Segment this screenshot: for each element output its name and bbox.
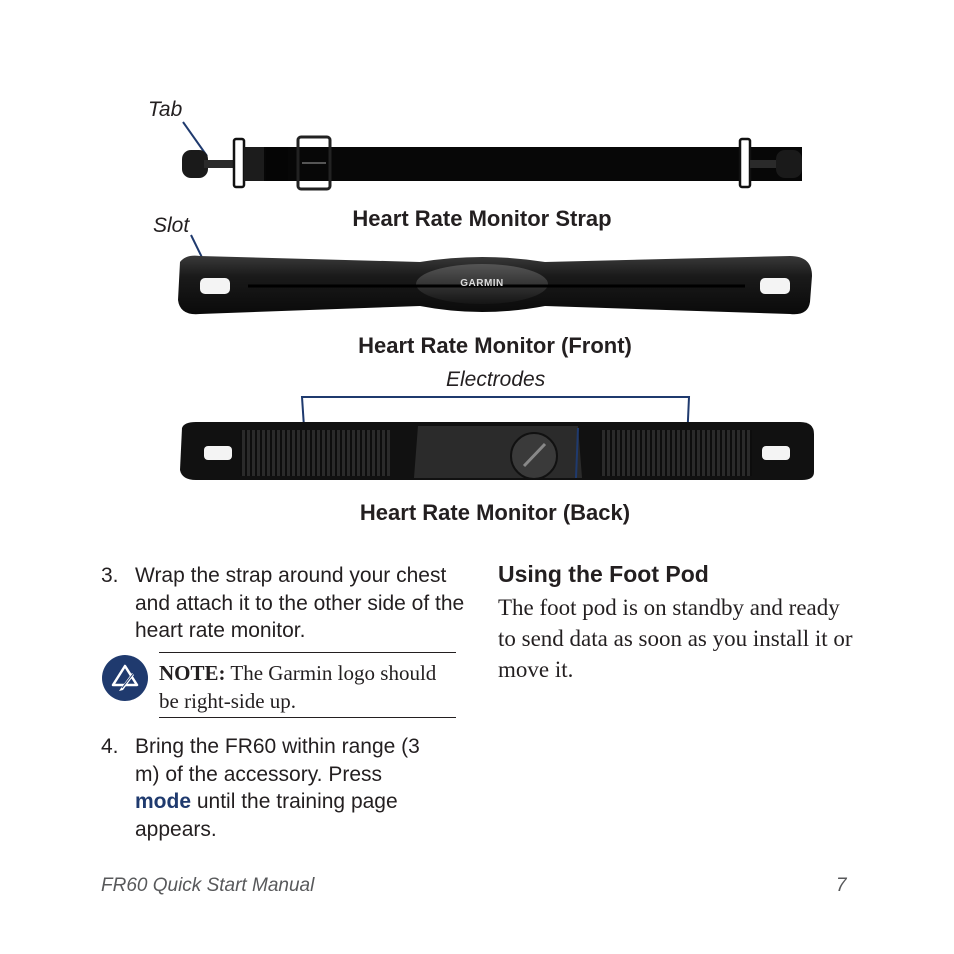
- section-heading: Using the Foot Pod: [498, 561, 709, 587]
- callout-tab: Tab: [148, 98, 183, 121]
- note-bottom-rule: [159, 717, 456, 718]
- note-top-rule: [159, 652, 456, 653]
- step-number: 4.: [101, 735, 119, 758]
- step-number: 3.: [101, 564, 119, 587]
- step-3: 3. Wrap the strap around your chest and …: [101, 562, 471, 646]
- step-text: Wrap the strap around your chest and att…: [135, 564, 465, 642]
- step-4: 4. Bring the FR60 within range (3 m) of …: [101, 733, 471, 845]
- callout-slot: Slot: [153, 214, 190, 237]
- note-text: The Garmin logo should be right-side up.: [159, 661, 437, 713]
- caption-front: Heart Rate Monitor (Front): [358, 333, 632, 358]
- section-body: The foot pod is on standby and ready to …: [498, 595, 853, 682]
- garmin-logo: GARMIN: [460, 278, 504, 289]
- mode-key: mode: [135, 790, 192, 813]
- caption-strap: Heart Rate Monitor Strap: [352, 206, 612, 231]
- footer-page-number: 7: [836, 875, 847, 896]
- step-text-after: until the training page appears.: [135, 790, 398, 841]
- note-label: NOTE:: [159, 661, 226, 685]
- callout-electrodes: Electrodes: [446, 368, 546, 391]
- note-callout: NOTE: The Garmin logo should be right-si…: [159, 659, 459, 715]
- caption-back: Heart Rate Monitor (Back): [359, 500, 631, 525]
- note-pen-icon: [101, 654, 149, 702]
- step-text-before: Bring the FR60 within range (3 m) of the…: [135, 735, 420, 786]
- step-text: Bring the FR60 within range (3 m) of the…: [135, 733, 425, 843]
- footer-manual-title: FR60 Quick Start Manual: [101, 875, 315, 896]
